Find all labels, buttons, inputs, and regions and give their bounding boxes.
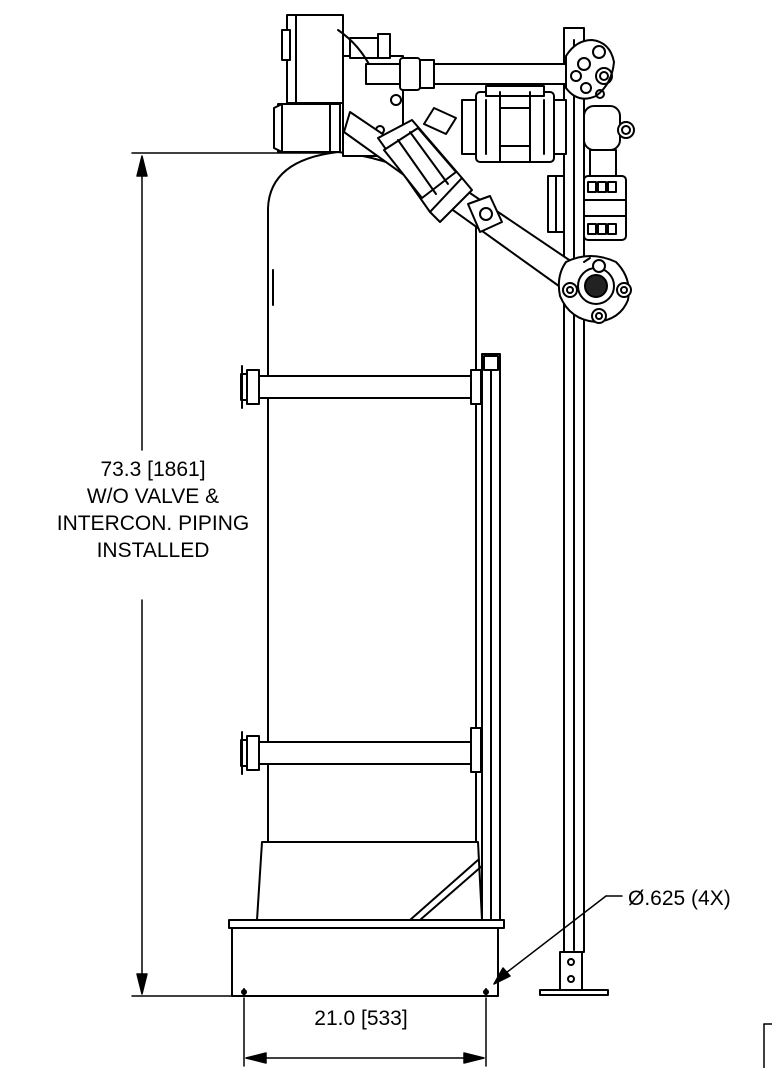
middle-right-fitting: [583, 105, 635, 177]
base-pan: [228, 919, 505, 997]
height-note-line1: W/O VALVE &: [86, 485, 220, 508]
top-flange-fitting: [565, 39, 615, 100]
mineral-tank: [256, 151, 483, 921]
height-value: 73.3 [1861]: [100, 458, 206, 481]
top-pipe: [365, 57, 567, 91]
lower-flange: [557, 255, 632, 324]
hole-diameter-label: Ø.625 (4X): [628, 887, 731, 910]
height-note-line2: INTERCON. PIPING: [56, 512, 250, 535]
height-dimension: [131, 152, 333, 997]
hole-leader: [493, 895, 623, 985]
tank-support-post: [481, 353, 501, 921]
upper-tank-band: [240, 365, 482, 409]
height-note-line3: INSTALLED: [96, 539, 210, 562]
ball-valve: [461, 85, 567, 163]
diagonal-pipe: [343, 107, 585, 295]
width-dimension: [243, 997, 487, 1067]
lower-tank-band: [240, 727, 482, 775]
title-block-corner: [763, 1023, 772, 1068]
right-union: [547, 175, 627, 241]
height-dimension-label: 73.3 [1861] W/O VALVE & INTERCON. PIPING…: [40, 456, 266, 564]
width-dimension-label: 21.0 [533]: [314, 1007, 408, 1030]
